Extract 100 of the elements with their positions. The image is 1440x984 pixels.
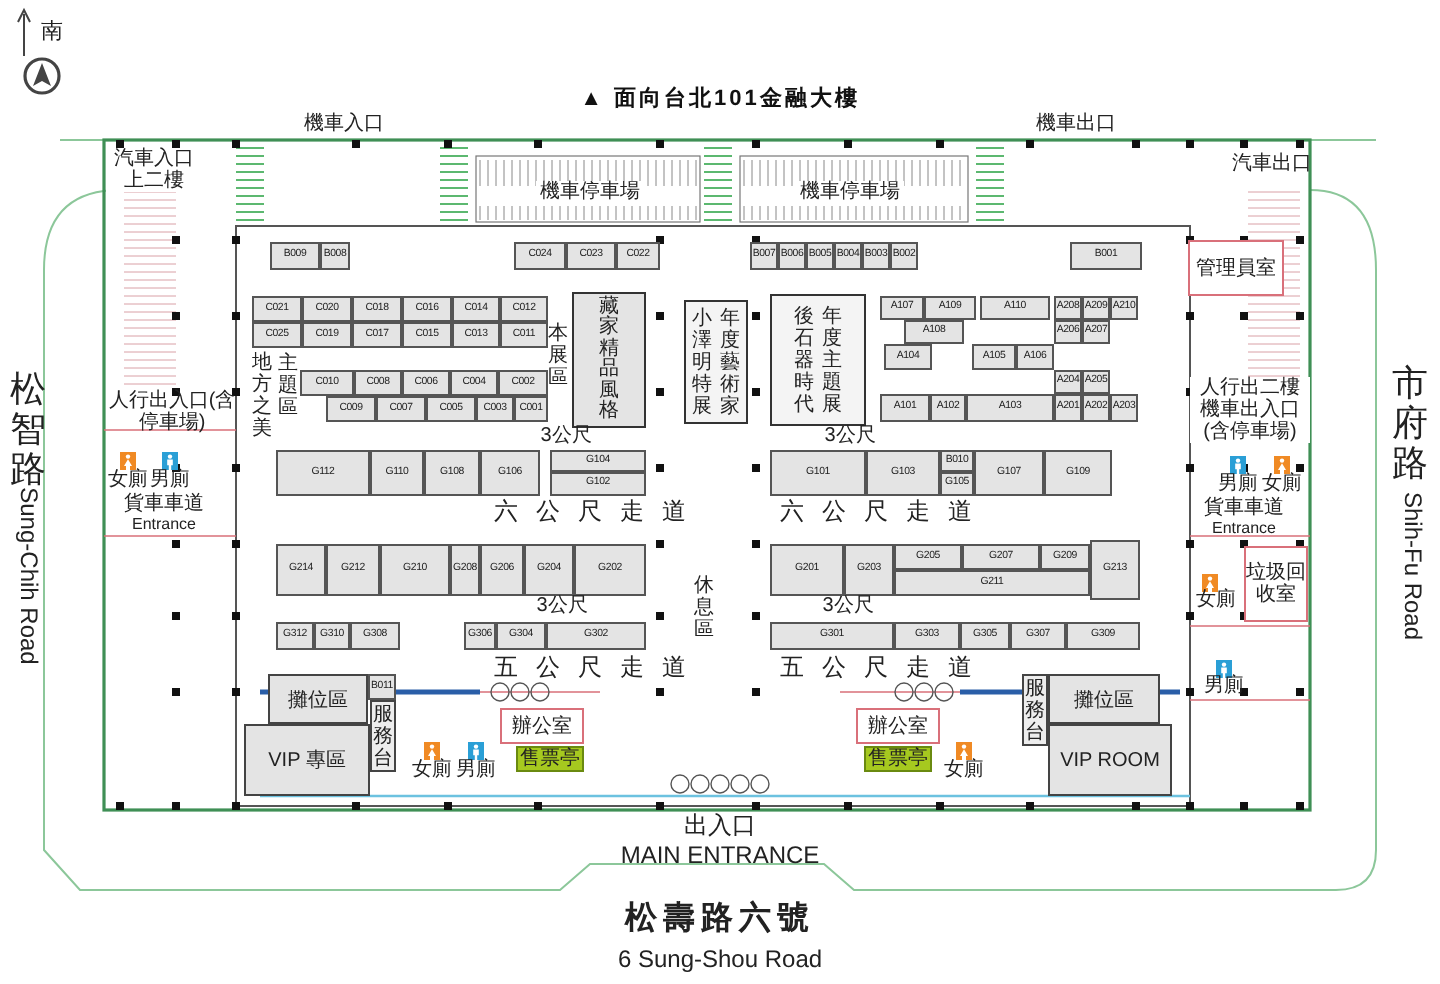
booth-box xyxy=(514,242,566,270)
booth-box xyxy=(452,296,500,322)
booth-box xyxy=(866,450,940,496)
area-box xyxy=(244,724,370,796)
diagram-title: ▲ 面向台北101金融大樓 xyxy=(580,84,860,113)
booth-box xyxy=(974,450,1044,496)
booth-box xyxy=(844,544,894,596)
map-label: 女廁 xyxy=(412,759,452,781)
room-name: 辦公室 xyxy=(868,715,928,737)
booth-box xyxy=(476,396,514,422)
area-name: VIP ROOM xyxy=(1060,749,1160,771)
booth-box xyxy=(314,622,350,650)
area-name: VIP 專區 xyxy=(268,747,346,774)
map-label: 市府路 xyxy=(1392,364,1428,484)
map-label: 機車入口 xyxy=(304,113,384,135)
booth-box xyxy=(972,344,1016,370)
parking-label: 機車停車場 xyxy=(796,181,904,203)
booth-box xyxy=(1070,242,1142,270)
map-label: 機車出口 xyxy=(1036,113,1116,135)
booth-box xyxy=(880,296,924,320)
map-label: 貨車車道 xyxy=(124,493,204,515)
booth-box xyxy=(514,396,548,422)
booth-box xyxy=(300,370,354,396)
map-label: 地方之美 xyxy=(252,352,272,440)
room-name: 垃圾回收室 xyxy=(1246,562,1306,606)
booth-box xyxy=(1110,394,1138,422)
booth-box xyxy=(904,320,964,344)
exhibit-title: 小澤明特展 xyxy=(692,307,712,417)
booth-box xyxy=(880,394,930,422)
parking-label: 人行出二樓機車出入口(含停車場) xyxy=(1190,377,1310,443)
map-label: 休息區 xyxy=(694,575,714,641)
area-box xyxy=(268,674,368,724)
map-label: 主題區 xyxy=(278,353,298,419)
booth-box xyxy=(524,544,574,596)
room-name: 售票亭 xyxy=(868,748,928,770)
map-label: 6 Sung-Shou Road xyxy=(617,946,823,974)
booth-box xyxy=(1066,622,1140,650)
booth-box xyxy=(402,370,450,396)
booth-box xyxy=(376,396,426,422)
booth-box xyxy=(960,622,1010,650)
booth-box xyxy=(452,322,500,348)
parking-label: 機車停車場 xyxy=(536,181,644,203)
booth-box xyxy=(368,674,396,700)
booth-box xyxy=(302,322,352,348)
booth-box xyxy=(834,242,862,270)
corridor-label: 六公尺走道 xyxy=(778,498,990,526)
booth-box xyxy=(1054,394,1082,422)
booth-box xyxy=(1082,320,1110,344)
booth-box xyxy=(252,296,302,322)
booth-box xyxy=(1054,370,1082,394)
booth-box xyxy=(480,544,524,596)
booth-box xyxy=(1082,296,1110,320)
booth-box xyxy=(980,296,1050,320)
booth-box xyxy=(1010,622,1066,650)
booth-box xyxy=(894,622,960,650)
booth-box xyxy=(770,544,844,596)
booth-box xyxy=(940,472,974,496)
booth-box xyxy=(1110,296,1138,320)
booth-box xyxy=(370,450,424,496)
room xyxy=(1188,240,1284,296)
booth-box xyxy=(884,344,932,370)
booth-box xyxy=(574,544,646,596)
booth-box xyxy=(380,544,450,596)
booth-box xyxy=(450,370,498,396)
map-label: Entrance xyxy=(1211,521,1277,539)
room xyxy=(500,708,584,744)
booth-box xyxy=(1082,370,1110,394)
road-name: Shih-Fu Road xyxy=(1398,491,1426,641)
booth-box xyxy=(1016,344,1054,370)
booth-box xyxy=(966,394,1054,422)
corridor-label: 五公尺走道 xyxy=(492,654,704,682)
booth-box xyxy=(498,370,548,396)
map-label: 南 xyxy=(41,19,63,45)
booth-box xyxy=(402,322,452,348)
booth-box xyxy=(320,242,350,270)
booth-box xyxy=(924,296,976,320)
booth-box xyxy=(402,296,452,322)
map-label: 男廁 xyxy=(150,469,190,491)
address-label: 松壽路六號 xyxy=(625,902,815,938)
exhibit-area xyxy=(684,300,748,424)
booth-box xyxy=(496,622,546,650)
map-label: 3公尺 xyxy=(824,425,876,447)
booth-box xyxy=(276,622,314,650)
area-name: 攤位區 xyxy=(288,687,348,713)
map-label: 女廁 xyxy=(944,759,984,781)
booth-box xyxy=(616,242,660,270)
map-label: 人行出入口(含停車場) xyxy=(108,390,236,434)
booth-box xyxy=(1044,450,1112,496)
map-label: 3公尺 xyxy=(536,595,588,617)
map-label: 男廁 xyxy=(456,759,496,781)
map-label: Entrance xyxy=(131,517,197,535)
map-label: 女廁 xyxy=(1262,473,1302,495)
map-label: 男廁 xyxy=(1218,473,1258,495)
booth-box xyxy=(862,242,890,270)
exhibit-title: 後石器時代 xyxy=(794,305,814,415)
booth-box xyxy=(326,396,376,422)
booth-box xyxy=(1054,296,1082,320)
road-name: Sung-Chih Road xyxy=(14,487,42,665)
booth-box xyxy=(550,450,646,472)
booth-box xyxy=(962,544,1040,570)
